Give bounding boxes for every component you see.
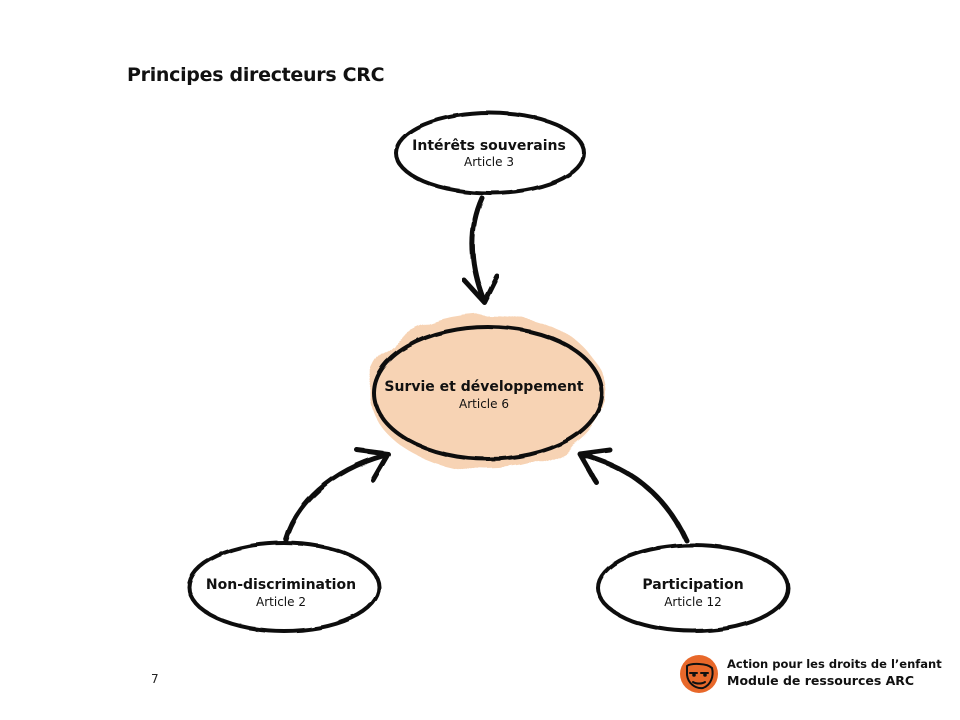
right-subtitle: Article 12 xyxy=(664,595,722,609)
footer-text: Action pour les droits de l’enfant Modul… xyxy=(727,657,942,690)
footer-organization: Action pour les droits de l’enfant xyxy=(727,657,942,671)
page-number: 7 xyxy=(151,672,159,686)
center-title: Survie et développement xyxy=(384,379,583,395)
right-ellipse xyxy=(596,543,790,633)
node-left: Non-discrimination Article 2 xyxy=(187,541,381,633)
node-top: Intérêts souverains Article 3 xyxy=(394,111,586,195)
arrow-top-to-center xyxy=(461,195,500,305)
arc-logo-icon xyxy=(680,655,718,693)
arrow-right-to-center xyxy=(577,447,689,543)
left-ellipse xyxy=(187,541,381,633)
slide-title: Principes directeurs CRC xyxy=(127,64,385,86)
node-right: Participation Article 12 xyxy=(596,543,790,633)
top-ellipse xyxy=(394,111,586,195)
top-title: Intérêts souverains xyxy=(412,138,566,154)
footer-module: Module de ressources ARC xyxy=(727,673,915,688)
left-subtitle: Article 2 xyxy=(256,595,306,609)
right-title: Participation xyxy=(642,577,743,593)
arrow-left-to-center xyxy=(283,447,391,543)
node-center: Survie et développement Article 6 xyxy=(369,314,605,470)
top-subtitle: Article 3 xyxy=(464,155,514,169)
center-subtitle: Article 6 xyxy=(459,397,509,411)
center-ellipse xyxy=(372,325,604,461)
center-blob xyxy=(369,314,605,470)
left-title: Non-discrimination xyxy=(206,577,356,593)
